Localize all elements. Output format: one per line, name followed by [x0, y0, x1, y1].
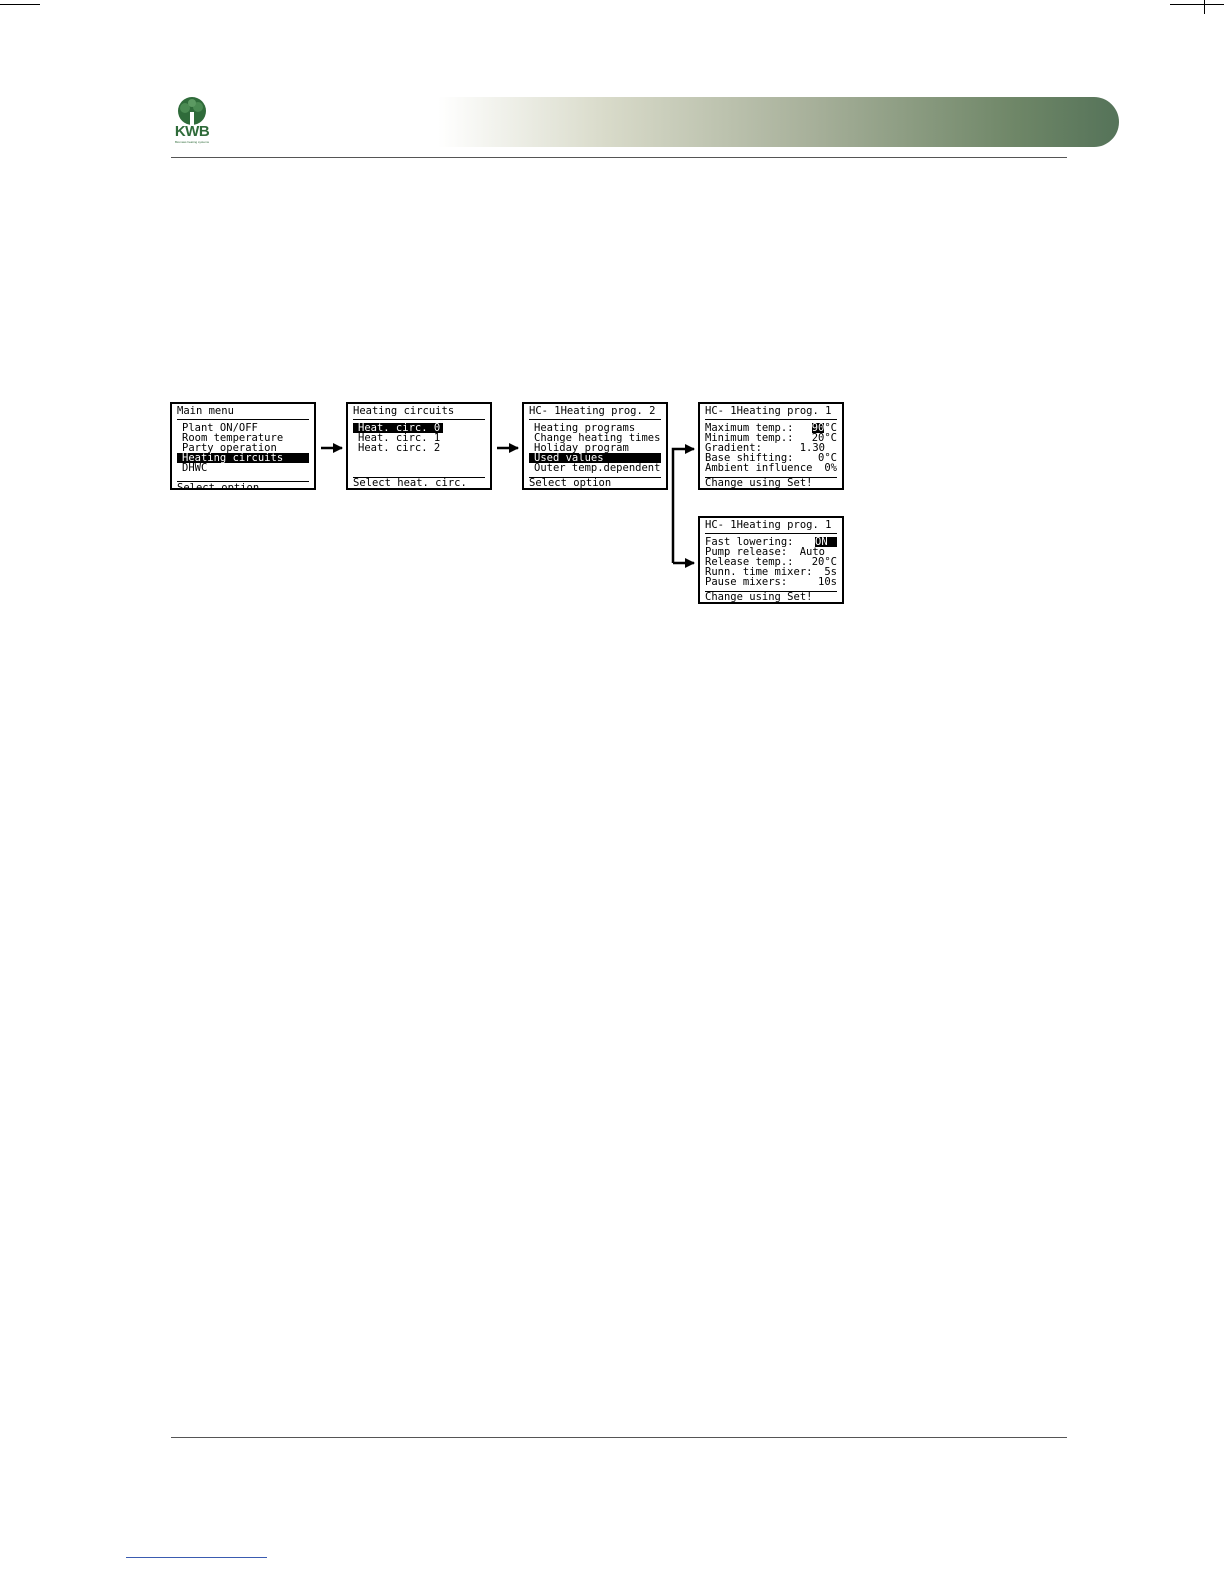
menu-item-room-temperature[interactable]: Room temperature [182, 433, 284, 443]
value-label: Pause mixers: [705, 576, 788, 588]
divider [705, 477, 837, 478]
value-label: Ambient influence [705, 462, 813, 474]
screen-main-menu: Main menu Plant ON/OFF Room temperature … [170, 402, 316, 490]
header-banner [438, 97, 1119, 147]
value-label: Base shifting: [705, 452, 794, 464]
menu-item-plant-on-off[interactable]: Plant ON/OFF [182, 423, 258, 433]
value-row-runn-time-mixer[interactable]: Runn. time mixer: 5s [705, 566, 837, 578]
value-label: Gradient: [705, 442, 762, 454]
screen-footer: Select option [177, 483, 309, 488]
screen-used-values-1: HC- 1Heating prog. 1 Maximum temp.: 90°C… [698, 402, 844, 490]
value-field[interactable]: ON [815, 537, 837, 547]
value-row-maximum-temp[interactable]: Maximum temp.: 90°C [705, 422, 837, 434]
value-unit: °C [824, 452, 837, 464]
screen-title: Main menu [177, 405, 234, 417]
value-row-release-temp[interactable]: Release temp.: 20°C [705, 556, 837, 568]
header-rule [171, 157, 1067, 158]
value-field[interactable]: 0 [818, 452, 825, 464]
value-label: Runn. time mixer: [705, 566, 813, 578]
menu-item-party-operation[interactable]: Party operation [182, 443, 277, 453]
value-field[interactable]: 1.30 [799, 442, 825, 454]
list-item-heat-circ-1[interactable]: Heat. circ. 1 [358, 433, 441, 443]
value-unit: °C [824, 422, 837, 434]
logo-tagline: Biomass heating systems [174, 140, 209, 144]
crop-mark-top-left [0, 4, 40, 5]
value-row-fast-lowering[interactable]: Fast lowering: ON [705, 537, 837, 547]
tree-icon [178, 97, 206, 125]
value-label: Pump release: [705, 546, 788, 558]
menu-item-used-values[interactable]: Used values [529, 453, 661, 463]
value-field[interactable]: 20°C [811, 556, 837, 568]
menu-item-heating-circuits[interactable]: Heating circuits [177, 453, 309, 463]
divider [353, 477, 485, 478]
footer-link-underline [126, 1557, 267, 1558]
screen-title: Heating circuits [353, 405, 455, 417]
divider [705, 533, 837, 534]
crop-mark-left-vertical [1204, 0, 1205, 14]
menu-item-heating-programs[interactable]: Heating programs [534, 423, 636, 433]
value-row-pause-mixers[interactable]: Pause mixers: 10s [705, 576, 837, 588]
footer-rule [171, 1437, 1067, 1438]
value-field[interactable]: 5s [824, 566, 837, 578]
kwb-logo: KWB Biomass heating systems [168, 96, 216, 148]
list-item-heat-circ-2[interactable]: Heat. circ. 2 [358, 443, 441, 453]
divider [177, 419, 309, 420]
value-field[interactable]: Auto [799, 546, 825, 558]
value-field[interactable]: 0% [824, 462, 837, 474]
value-label: Minimum temp.: [705, 432, 794, 444]
screen-title: HC- 1Heating prog. 1 [705, 519, 832, 531]
value-label: Maximum temp.: [705, 422, 794, 434]
crop-mark-top-right [1170, 4, 1224, 5]
menu-item-outer-temp-dependent[interactable]: Outer temp.dependent [534, 463, 661, 473]
screen-footer: Select option [529, 478, 612, 488]
screen-heating-prog-menu: HC- 1Heating prog. 2 Heating programs Ch… [522, 402, 668, 490]
divider [705, 591, 837, 592]
value-unit: °C [824, 432, 837, 444]
screen-used-values-2: HC- 1Heating prog. 1 Fast lowering: ON P… [698, 516, 844, 604]
screen-title: HC- 1Heating prog. 1 [705, 405, 832, 417]
logo-wordmark: KWB [174, 123, 210, 140]
screen-title: HC- 1Heating prog. 2 [529, 405, 656, 417]
value-row-base-shifting[interactable]: Base shifting: 0°C [705, 452, 837, 464]
menu-item-dhwc[interactable]: DHWC [182, 463, 208, 473]
screen-footer: Change using Set! [705, 592, 813, 602]
divider [353, 419, 485, 420]
value-field[interactable]: 20 [811, 432, 825, 444]
divider [177, 481, 309, 482]
screen-footer: Change using Set! [705, 478, 813, 488]
value-row-pump-release[interactable]: Pump release: Auto [705, 546, 837, 558]
value-row-minimum-temp[interactable]: Minimum temp.: 20°C [705, 432, 837, 444]
divider [529, 419, 661, 420]
value-row-ambient-influence[interactable]: Ambient influence 0% [705, 462, 837, 474]
divider [529, 477, 661, 478]
screen-footer: Select heat. circ. [353, 478, 467, 488]
value-label: Fast lowering: [705, 536, 794, 548]
arrow-prog-to-values-1 [671, 444, 695, 563]
value-field[interactable]: 10s [818, 576, 837, 588]
list-item-heat-circ-0[interactable]: Heat. circ. 0 [353, 423, 443, 433]
screen-heating-circuits: Heating circuits Heat. circ. 0 Heat. cir… [346, 402, 492, 490]
value-field[interactable]: 90 [811, 422, 825, 434]
menu-item-holiday-program[interactable]: Holiday program [534, 443, 629, 453]
value-label: Release temp.: [705, 556, 794, 568]
menu-item-change-heating-times[interactable]: Change heating times [534, 433, 661, 443]
value-row-gradient[interactable]: Gradient: 1.30 [705, 442, 837, 454]
divider [705, 419, 837, 420]
